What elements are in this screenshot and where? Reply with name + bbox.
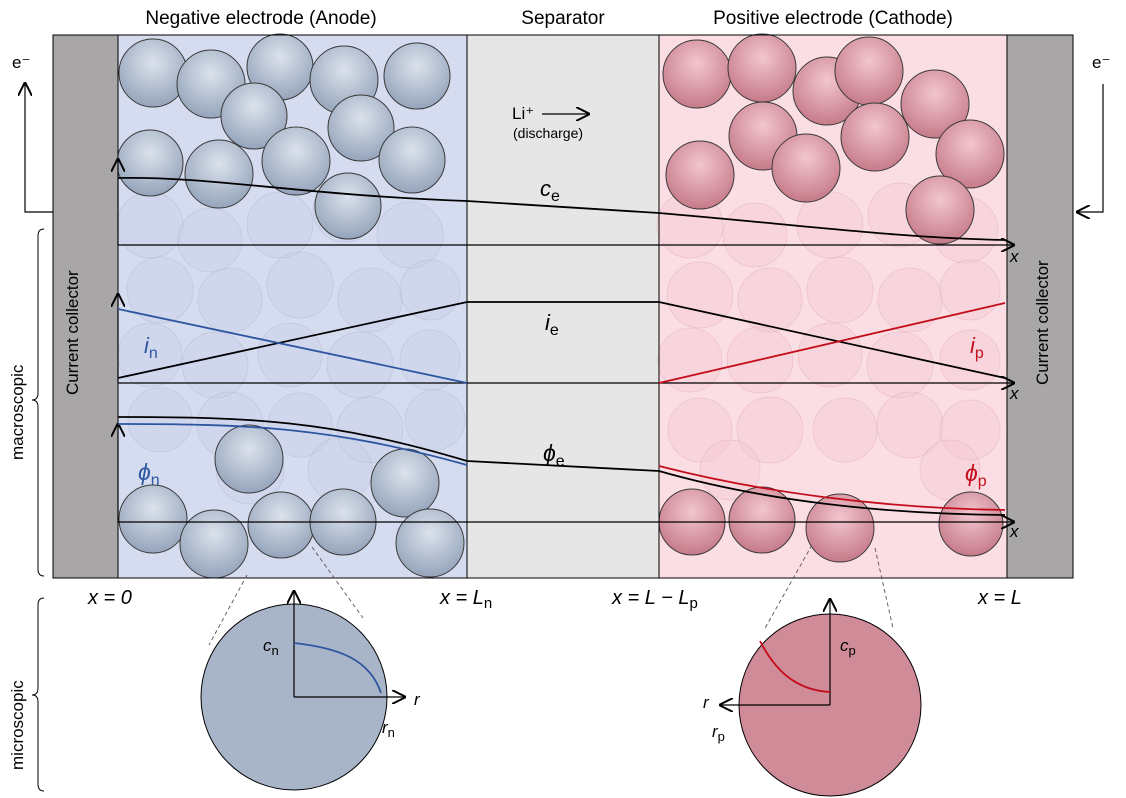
position-x0: x = 0 [87,587,132,609]
macroscopic-label: macroscopic [8,364,27,460]
phie-label: ϕe [543,440,565,470]
in-curve [117,308,468,384]
x-axis-label-2: x [1009,384,1019,403]
position-xL: x = L [977,587,1022,609]
phin-label: ϕn [138,459,160,489]
ce-curve [117,176,1006,241]
microscopic-brace [31,597,45,792]
rn-label: rn [382,718,395,740]
zoom-lines [208,544,894,646]
phip-curve [658,465,1006,511]
microscopic-label: microscopic [8,680,27,770]
position-xLn: x = Ln [439,587,492,612]
current-collector-right-label: Current collector [1033,260,1052,385]
cp-label: cp [840,636,856,658]
ie-curve [117,301,1006,379]
current-collector-left-label: Current collector [63,270,82,395]
cathode-particles-top [662,33,1005,245]
electron-right-arrow [1076,84,1104,212]
macroscopic-brace [31,228,45,577]
position-xLLp: x = L − Lp [611,587,698,612]
anode-particles-top [116,33,451,240]
anode-faint-particles [116,177,466,505]
cathode-header: Positive electrode (Cathode) [713,8,953,29]
rp-label: rp [712,722,725,744]
r-label-cathode: r [703,693,710,712]
phie-curve [117,416,1006,516]
electron-right-label: e⁻ [1092,53,1110,72]
electron-left-label: e⁻ [12,53,30,72]
phip-label: ϕp [965,460,987,490]
in-label: in [144,333,158,362]
discharge-label: (discharge) [513,125,583,141]
x-axis-label-3: x [1009,522,1019,541]
separator-region [467,35,659,578]
electron-left-arrow [25,82,53,213]
cn-label: cn [263,636,279,658]
axes [118,158,1015,522]
x-axis-label-1: x [1009,247,1019,266]
separator-header: Separator [521,8,605,29]
region-borders [52,34,1074,579]
cn-curve [293,642,382,694]
phin-curve [117,423,468,466]
anode-particles-bottom [118,424,465,579]
anode-header: Negative electrode (Anode) [145,8,376,29]
current-collector-left [52,34,119,579]
ip-curve [658,302,1006,384]
ip-label: ip [970,333,984,362]
r-label-anode: r [414,690,421,709]
ce-label: ce [540,176,560,205]
ie-label: ie [545,310,559,339]
cp-curve [759,640,831,693]
li-ion-label: Li⁺ [512,104,534,123]
